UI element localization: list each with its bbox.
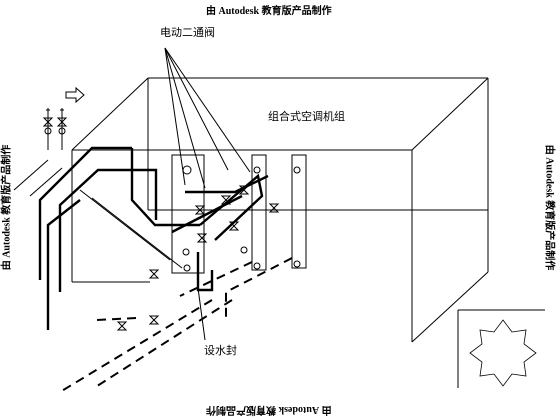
watermark-top: 由 Autodesk 教育版产品制作 — [206, 6, 332, 17]
valve-callout-leaders — [164, 47, 251, 189]
water-seal-leader — [197, 287, 206, 341]
flow-arrow-icon — [65, 86, 85, 104]
drain-fittings — [116, 246, 248, 331]
valve-stack — [42, 108, 68, 150]
coil-valves — [148, 185, 280, 279]
valve-callout-label: 电动二通阀 — [160, 25, 215, 39]
main-pipes — [38, 146, 269, 330]
air-handling-unit-box — [71, 77, 489, 343]
star-octagon-icon — [457, 309, 545, 388]
coil-panels — [171, 154, 307, 274]
condensate-drain-lines — [59, 257, 293, 393]
unit-name-label: 组合式空调机组 — [268, 109, 345, 123]
water-seal-label: 设水封 — [204, 343, 237, 357]
branch-pipes — [13, 159, 183, 269]
